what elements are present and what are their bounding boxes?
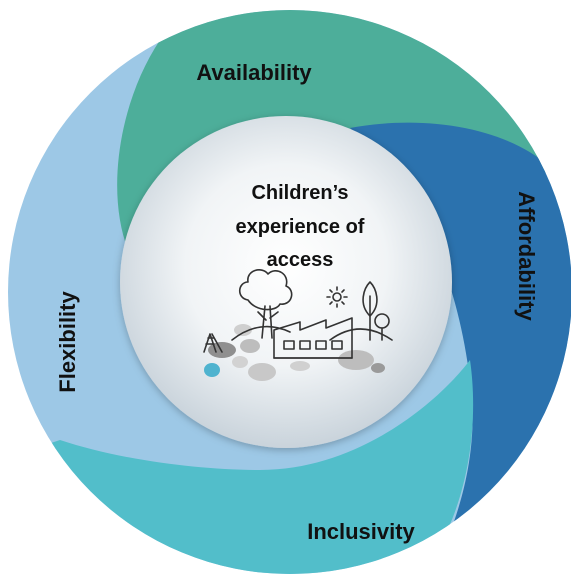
center-title-line-3: access [267, 249, 334, 271]
center-title-line-1: Children’s [251, 182, 348, 204]
center-title-line-2: experience of [236, 216, 365, 238]
center-circle [120, 116, 452, 448]
label-affordability: Affordability [514, 191, 539, 321]
playground-school-landscape-icon [203, 269, 393, 381]
label-inclusivity: Inclusivity [307, 519, 415, 544]
label-flexibility: Flexibility [55, 291, 80, 393]
label-availability: Availability [196, 60, 312, 85]
